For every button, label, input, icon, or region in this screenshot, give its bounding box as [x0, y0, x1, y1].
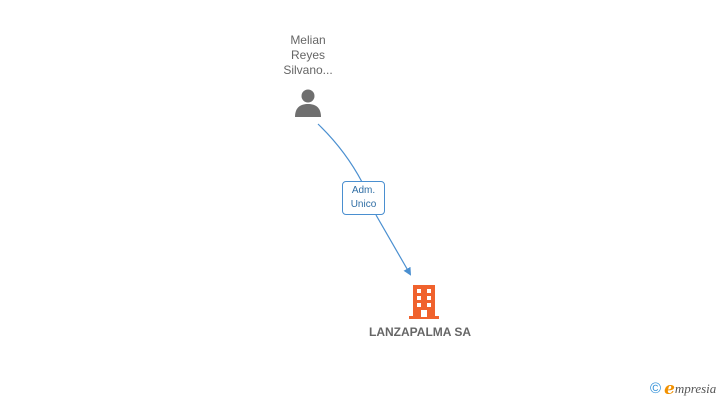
brand-initial: e	[664, 379, 675, 399]
copyright-icon: ©	[650, 380, 662, 397]
person-name-line-2: Reyes	[290, 48, 325, 62]
building-icon[interactable]	[408, 284, 440, 320]
person-icon[interactable]	[293, 88, 323, 118]
relation-edge	[317, 123, 363, 183]
brand-logo: © e mpresia	[650, 380, 716, 398]
company-name[interactable]: LANZAPALMA SA	[369, 325, 471, 339]
brand-name: mpresia	[674, 381, 717, 396]
person-name-line-3: Silvano...	[283, 63, 333, 77]
role-label-line-1: Adm.	[351, 185, 376, 196]
person-name[interactable]: Melian Reyes Silvano...	[258, 33, 358, 78]
person-name-line-1: Melian	[290, 33, 326, 47]
role-label[interactable]: Adm. Unico	[342, 181, 385, 215]
role-label-line-2: Unico	[350, 199, 377, 210]
relation-edge-arrow	[375, 214, 411, 276]
